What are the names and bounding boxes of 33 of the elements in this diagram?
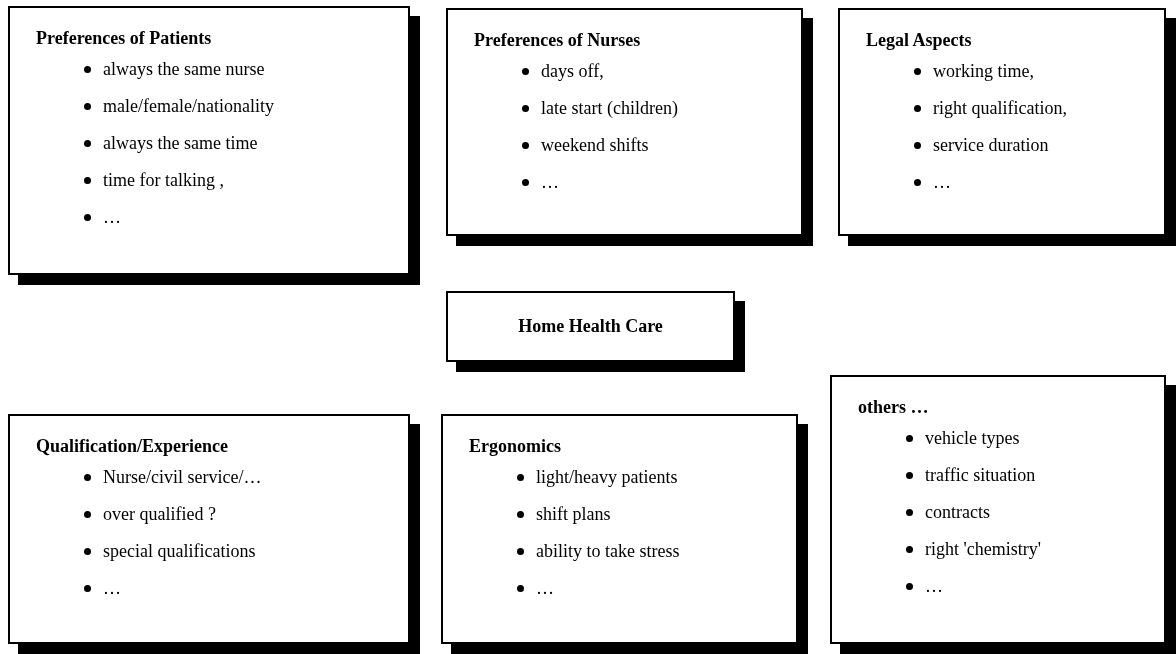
- bullet-item: time for talking ,: [103, 170, 224, 191]
- bullet-item: traffic situation: [925, 465, 1036, 486]
- bullet-item: Nurse/civil service/…: [103, 467, 262, 488]
- bullet-item: over qualified ?: [103, 504, 216, 525]
- bullet-item: …: [933, 172, 951, 193]
- bullet-item: right 'chemistry': [925, 539, 1041, 560]
- bullet-item: …: [541, 172, 559, 193]
- bullet-item: days off,: [541, 61, 604, 82]
- bullet-item: shift plans: [536, 504, 611, 525]
- bullet-item: weekend shifts: [541, 135, 649, 156]
- box-heading: Qualification/Experience: [36, 436, 228, 457]
- bullet-item: service duration: [933, 135, 1049, 156]
- bullet-item: light/heavy patients: [536, 467, 678, 488]
- bullet-item: …: [925, 576, 943, 597]
- bullet-item: ability to take stress: [536, 541, 680, 562]
- bullet-item: right qualification,: [933, 98, 1067, 119]
- bullet-item: …: [536, 578, 554, 599]
- bullet-item: late start (children): [541, 98, 678, 119]
- bullet-item: special qualifications: [103, 541, 256, 562]
- bullet-item: …: [103, 207, 121, 228]
- bullet-item: vehicle types: [925, 428, 1020, 449]
- box-heading: Ergonomics: [469, 436, 561, 457]
- box-heading: others …: [858, 397, 929, 418]
- bullet-item: working time,: [933, 61, 1034, 82]
- box-heading: Home Health Care: [518, 316, 663, 337]
- bullet-item: male/female/nationality: [103, 96, 274, 117]
- bullet-item: always the same time: [103, 133, 258, 154]
- bullet-item: …: [103, 578, 121, 599]
- bullet-item: contracts: [925, 502, 990, 523]
- box-heading: Preferences of Patients: [36, 28, 212, 49]
- bullet-item: always the same nurse: [103, 59, 265, 80]
- box-heading: Legal Aspects: [866, 30, 972, 51]
- box-heading: Preferences of Nurses: [474, 30, 641, 51]
